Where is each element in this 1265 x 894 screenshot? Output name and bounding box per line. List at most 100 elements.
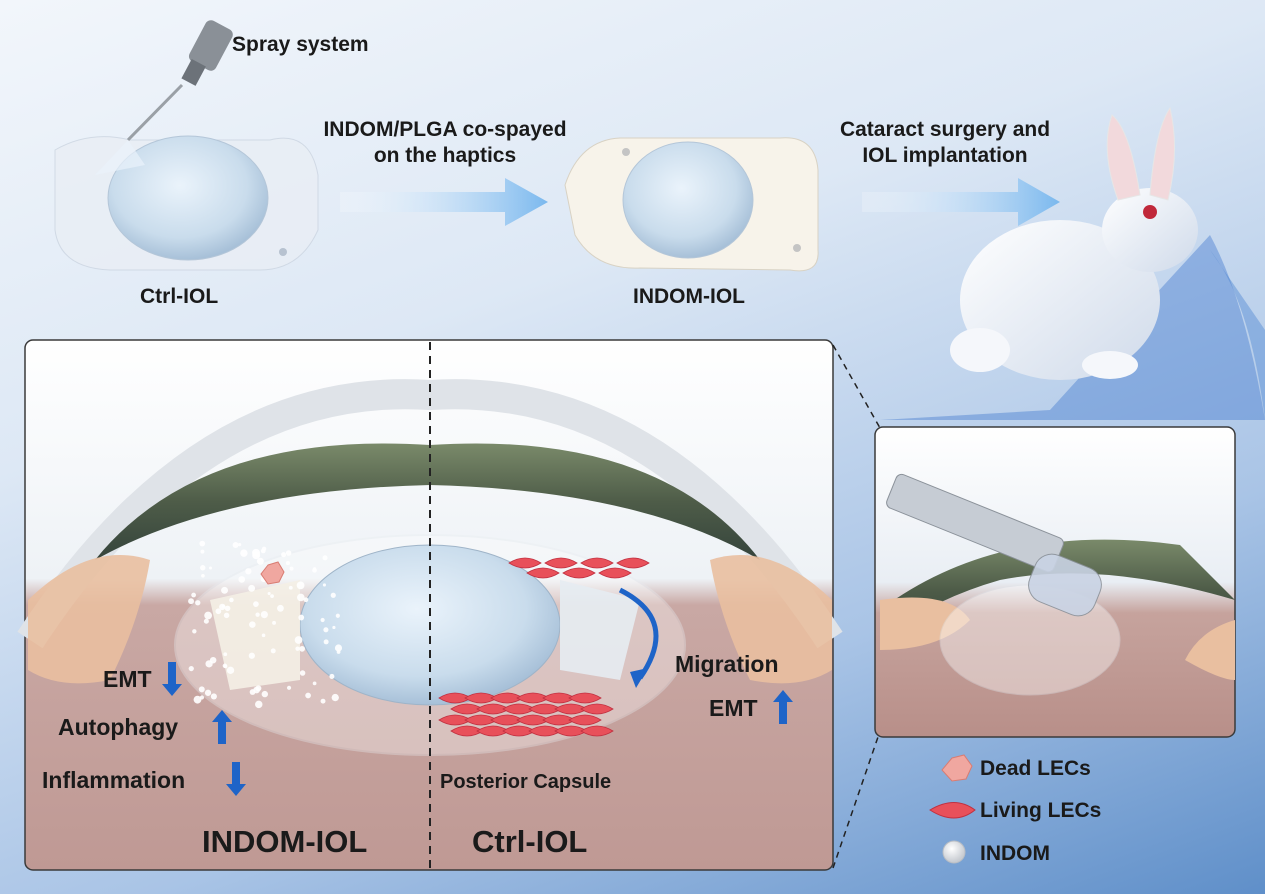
ctrl-iol-illustration [54, 135, 319, 271]
indom-particle [298, 614, 305, 621]
indom-particle [299, 645, 305, 652]
dead-lec-icon [941, 754, 973, 782]
indom-particle [215, 608, 222, 615]
right-effect-migration: Migration [675, 651, 779, 677]
indom-particle [188, 665, 194, 672]
indom-particle [312, 681, 317, 686]
inset-connector-top [832, 344, 881, 429]
indom-particle [297, 593, 305, 602]
indom-particle [320, 617, 325, 623]
indom-particle [322, 555, 328, 561]
indom-iol-illustration [564, 137, 819, 272]
spray-system-label: Spray system [232, 33, 369, 56]
emt-up-arrow [773, 690, 793, 724]
right-effect-emt: EMT [709, 695, 758, 721]
indom-particle [320, 698, 326, 704]
indom-particle [252, 548, 260, 557]
indom-particle [237, 543, 242, 547]
living-lec-cell [580, 557, 614, 569]
indom-particle [334, 644, 343, 652]
living-lec-icon [929, 802, 976, 819]
indom-particle [221, 586, 229, 594]
indom-particle [210, 693, 217, 700]
indom-particle [330, 592, 336, 598]
indom-particle [294, 636, 303, 644]
indom-particle [305, 692, 311, 699]
indom-particle [303, 597, 309, 603]
indom-particle [248, 652, 255, 659]
indom-particle [261, 633, 266, 638]
living-lec-cell [562, 567, 596, 579]
indom-particle [260, 611, 268, 619]
spray-nozzle-illustration [95, 20, 233, 175]
migration-arrow-head [630, 668, 648, 688]
indom-particle [240, 549, 248, 557]
indom-particle [226, 666, 235, 674]
living-lec-cell [568, 714, 602, 726]
living-lec-cell [526, 567, 560, 579]
indom-particle [203, 618, 209, 624]
indom-particle [208, 566, 212, 570]
living-lec-cell [598, 567, 632, 579]
indom-particle [199, 695, 205, 700]
step1-label: INDOM/PLGA co-spayed on the haptics [323, 118, 567, 168]
indom-particle [224, 605, 231, 612]
left-effect-inflammation: Inflammation [42, 767, 186, 793]
legend-indom: INDOM [980, 842, 1050, 865]
panel-title-ctrl-iol: Ctrl-IOL [472, 824, 588, 859]
indom-particle [295, 646, 300, 651]
living-lec-cell [616, 557, 650, 569]
indom-particle [260, 548, 266, 554]
living-lec-cluster [260, 557, 650, 737]
living-lec-cell [544, 557, 578, 569]
indom-particle [195, 600, 201, 606]
indom-particle [248, 584, 256, 592]
indom-particle [323, 639, 329, 645]
left-effect-emt: EMT [103, 666, 152, 692]
indom-particle [286, 685, 292, 690]
indom-particle [201, 573, 205, 578]
step2-label: Cataract surgery and IOL implantation [839, 118, 1051, 168]
indom-particle [289, 566, 294, 571]
migration-arrow [618, 587, 659, 680]
indom-particle [255, 612, 260, 617]
indom-particle [238, 576, 246, 583]
indom-particle [331, 693, 339, 702]
effect-arrows [162, 662, 793, 796]
posterior-capsule-label: Posterior Capsule [440, 771, 612, 793]
inset-connector-bottom [832, 736, 879, 869]
indom-particle [256, 557, 264, 565]
left-effect-autophagy: Autophagy [58, 714, 179, 740]
legend-dead-lecs: Dead LECs [980, 757, 1091, 780]
indom-particle [323, 627, 329, 633]
indom-particle [222, 663, 228, 669]
indom-particle [329, 673, 335, 679]
indom-particle [312, 567, 317, 573]
living-lec-cell [580, 703, 614, 715]
indom-particle [285, 561, 290, 566]
autophagy-up-arrow [212, 710, 232, 744]
living-lec-cell [580, 725, 614, 737]
indom-particle [270, 648, 276, 654]
indom-particle [245, 568, 252, 575]
indom-particle [232, 542, 239, 549]
indom-particle [199, 540, 206, 547]
indom-particles [188, 540, 343, 709]
indom-particle [191, 592, 197, 598]
indom-particle [322, 583, 326, 587]
indom-particle [277, 604, 284, 612]
legend-icons [929, 754, 976, 864]
indom-particle [270, 594, 274, 599]
indom-particle [249, 621, 256, 628]
indom-particle [188, 598, 195, 605]
inflammation-down-arrow [226, 762, 246, 796]
indom-particle [198, 686, 205, 693]
panel-title-indom-iol: INDOM-IOL [202, 824, 368, 859]
flow-arrow-1 [340, 178, 548, 226]
indom-iol-label: INDOM-IOL [633, 285, 745, 308]
indom-particle [200, 549, 205, 554]
indom-particle [229, 597, 234, 603]
dead-lec-cell [260, 561, 285, 585]
living-lec-cell [568, 692, 602, 704]
